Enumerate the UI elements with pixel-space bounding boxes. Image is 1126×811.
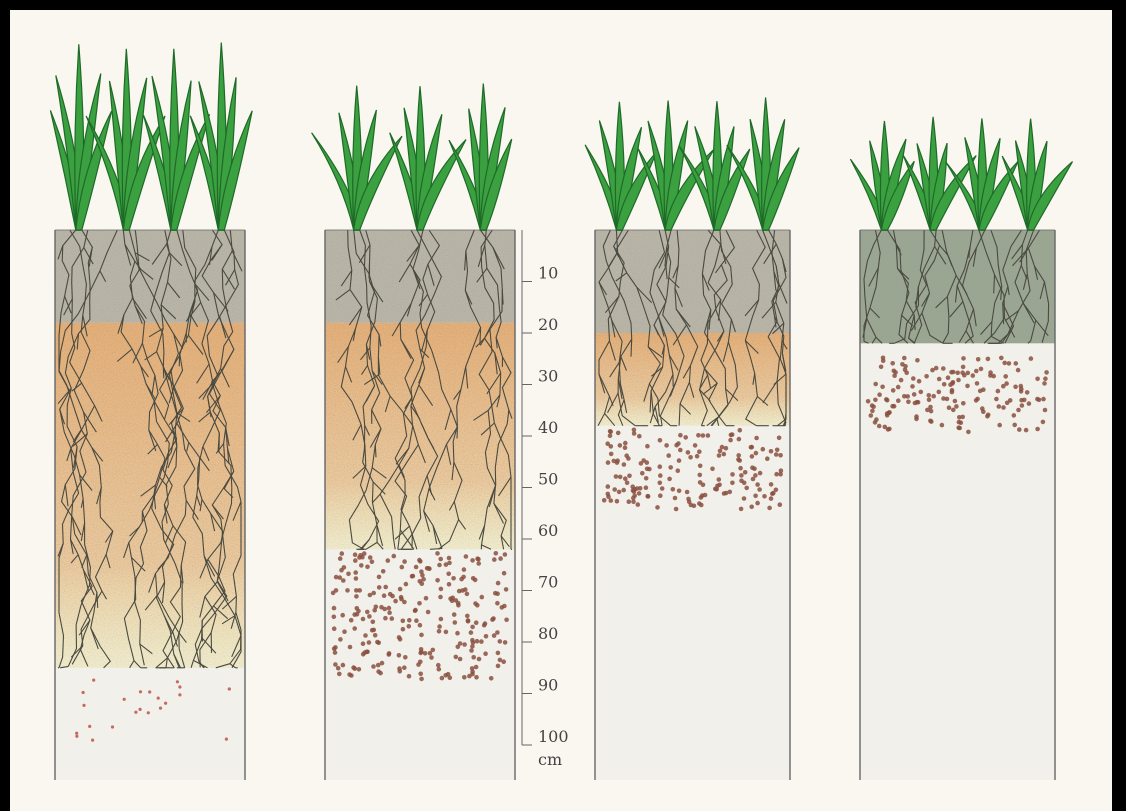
grass-plants (850, 117, 1072, 230)
depth-tick-label: 30 (538, 367, 558, 386)
depth-unit-label: cm (538, 750, 562, 769)
depth-tick-label: 60 (538, 521, 558, 540)
grass-plant (390, 86, 466, 230)
depth-tick-label: 80 (538, 624, 558, 643)
grass-plants (312, 84, 512, 230)
profile-1 (50, 43, 252, 780)
subsoil-layer (595, 333, 790, 426)
grass-plant (727, 97, 799, 230)
grass-plant (312, 86, 402, 230)
profile-2 (312, 84, 515, 780)
depth-tick-label: 90 (538, 676, 558, 695)
depth-tick-label: 50 (538, 470, 558, 489)
subsoil-layer (55, 323, 245, 668)
depth-tick-label: 40 (538, 418, 558, 437)
depth-tick-label: 10 (538, 264, 558, 283)
grass-plant (946, 118, 1018, 230)
grass-plant (903, 117, 976, 230)
grass-plants (585, 97, 799, 230)
topsoil-layer (595, 230, 790, 333)
grass-plant (190, 43, 252, 230)
grass-plant (50, 44, 111, 230)
grass-plant (850, 121, 914, 230)
grass-plant (449, 84, 512, 230)
depth-tick-label: 70 (538, 573, 558, 592)
depth-scale: 10 20 30 40 50 60 70 80 90 100 cm (522, 230, 569, 769)
grass-plant (1002, 119, 1072, 230)
profile-3 (585, 97, 799, 780)
depth-tick-label: 100 (538, 727, 569, 746)
grass-plants (50, 43, 252, 230)
depth-tick-label: 20 (538, 315, 558, 334)
soil-profiles (50, 43, 1072, 780)
profile-4 (850, 117, 1072, 780)
